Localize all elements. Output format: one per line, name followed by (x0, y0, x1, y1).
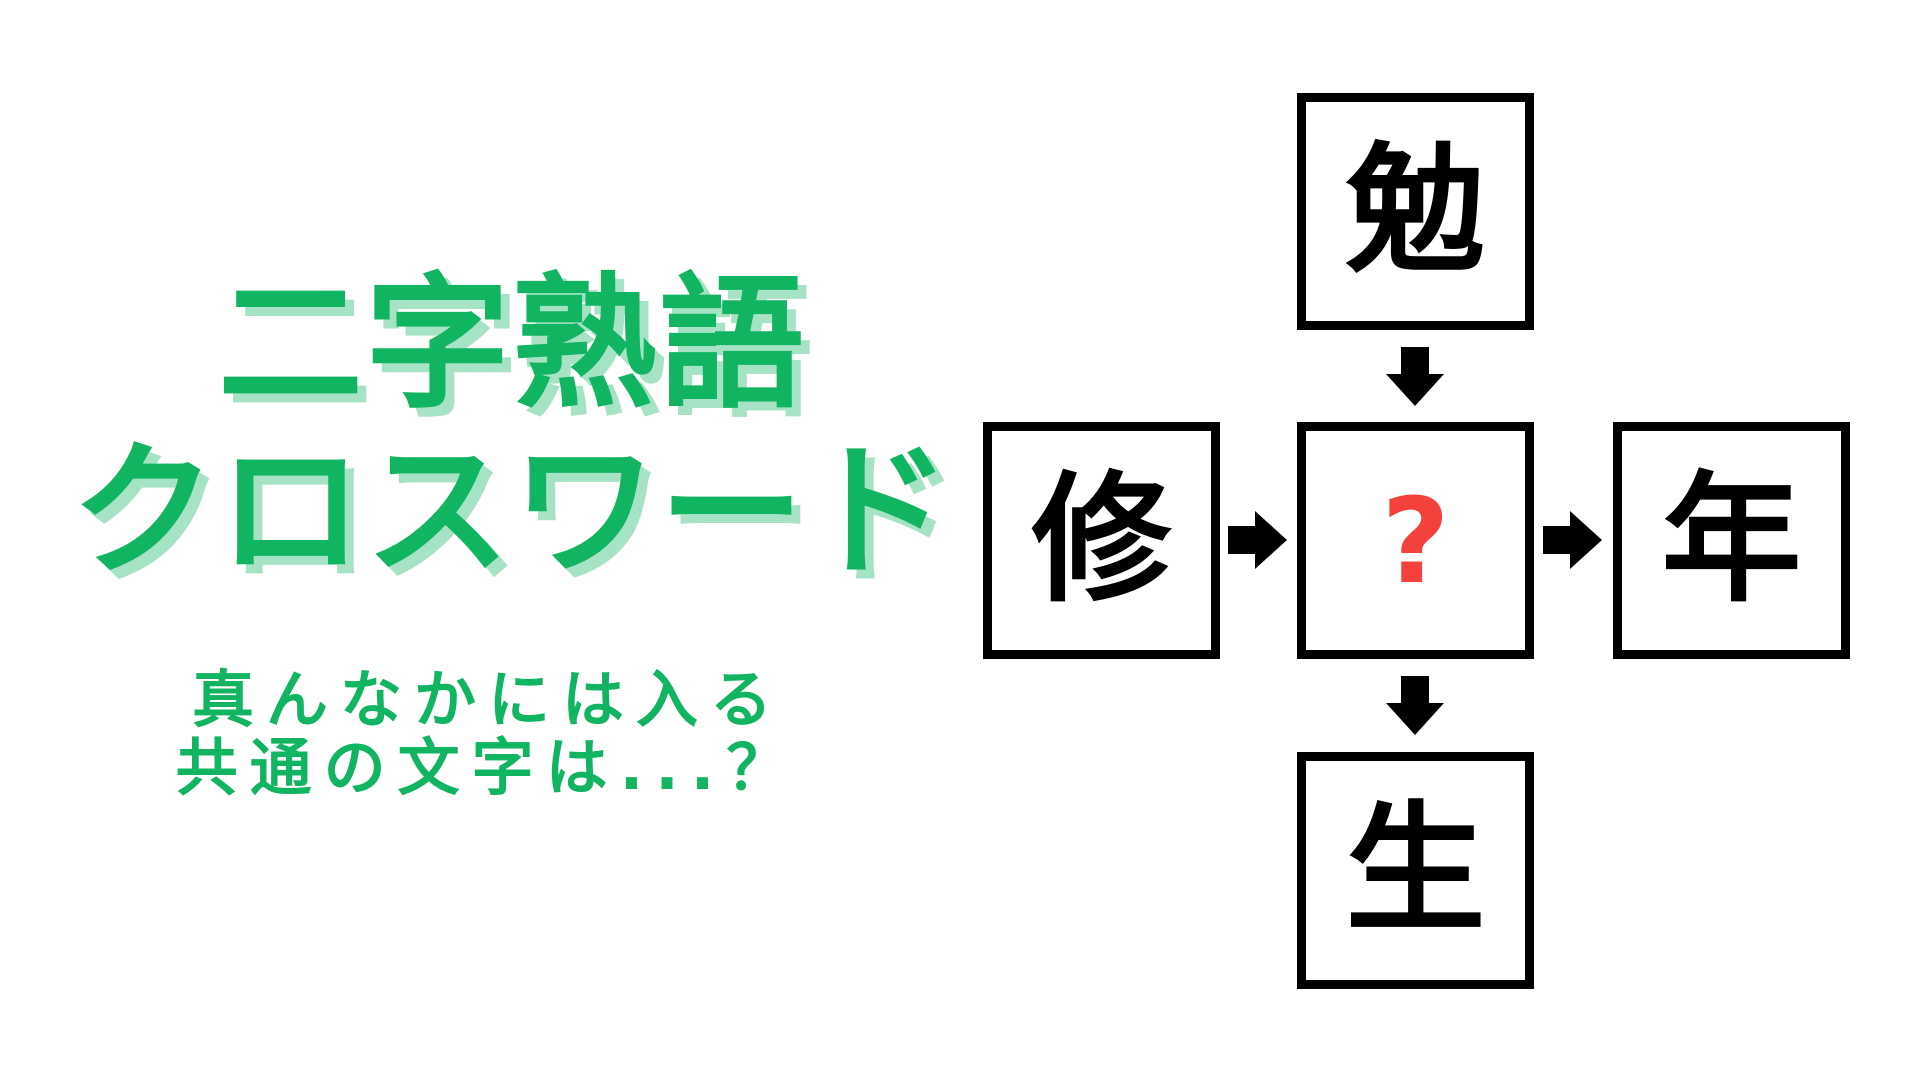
kanji-bottom: 生 (1345, 788, 1486, 952)
puzzle-cell-right: 年 (1613, 422, 1850, 659)
title-line-1: 二字熟語 (218, 260, 806, 429)
title-line-2: クロスワード (71, 427, 953, 596)
page-title: 二字熟語 クロスワード (0, 261, 1024, 595)
puzzle-cell-center-answer: ? (1297, 422, 1534, 659)
subtitle-prompt: 真んなかには入る 共通の文字は...？ (0, 666, 976, 802)
arrow-down-icon (1385, 347, 1445, 407)
question-mark: ? (1381, 471, 1450, 610)
arrow-right-icon (1228, 510, 1288, 570)
puzzle-cell-top: 勉 (1297, 93, 1534, 330)
kanji-left: 修 (1031, 458, 1172, 622)
arrow-right-icon (1543, 510, 1603, 570)
kanji-top: 勉 (1345, 129, 1486, 293)
puzzle-cell-left: 修 (983, 422, 1220, 659)
subtitle-line-2: 共通の文字は...？ (175, 731, 801, 804)
subtitle-line-1: 真んなかには入る (191, 663, 784, 736)
arrow-down-icon (1385, 676, 1445, 736)
puzzle-cell-bottom: 生 (1297, 752, 1534, 989)
kanji-right: 年 (1661, 458, 1802, 622)
